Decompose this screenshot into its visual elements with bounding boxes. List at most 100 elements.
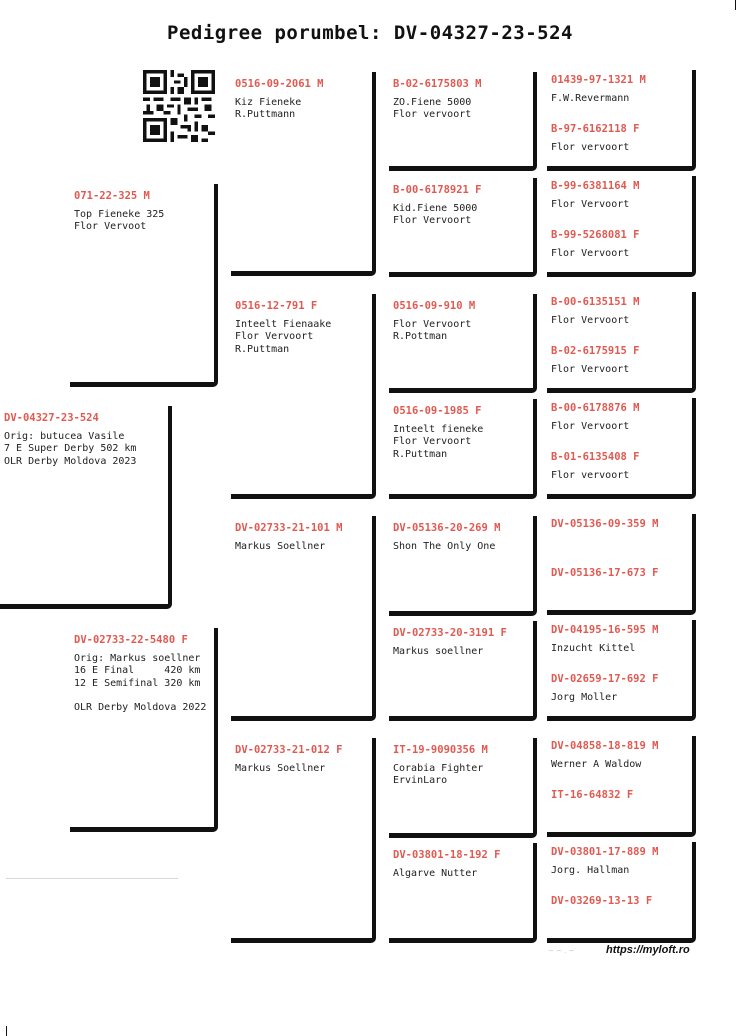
bird-info: Jorg Moller: [551, 691, 618, 703]
bird-info: Jorg. Hallman: [551, 864, 630, 876]
subject-ring: DV-04327-23-524: [4, 412, 99, 424]
ring-number: 0516-09-2061 M: [235, 78, 324, 90]
bird-info: R.Pottman: [393, 331, 448, 342]
ancestor-pair-card: B-99-6381164 M Flor Vervoort B-99-5268081…: [547, 176, 696, 277]
dam-line: 16 E Final 420 km: [74, 665, 201, 676]
ring-number: 0516-12-791 F: [235, 300, 318, 312]
dam-card: DV-02733-22-5480 F Orig: Markus soellner…: [70, 628, 218, 832]
bird-info: Flor Vervoort: [393, 436, 472, 447]
sire-line: Flor Vervoot: [74, 221, 147, 232]
ring-number: B-00-6135151 M: [551, 296, 640, 308]
grandparent-card: 0516-09-2061 M Kiz Fieneke R.Puttmann: [231, 72, 376, 276]
bird-info: Corabia Fighter: [393, 762, 484, 774]
ring-number: DV-02733-21-012 F: [235, 744, 343, 756]
ring-number: DV-03801-17-889 M: [551, 846, 659, 858]
bird-info: Flor Vervoort: [551, 363, 630, 375]
ring-number: DV-02659-17-692 F: [551, 673, 659, 685]
sire-ring: 071-22-325 M: [74, 190, 150, 202]
great-grandparent-card: DV-03801-18-192 F Algarve Nutter: [389, 843, 537, 943]
ring-number: DV-04858-18-819 M: [551, 740, 659, 752]
bird-info: Flor vervoort: [551, 141, 630, 153]
subject-line: OLR Derby Moldova 2023: [4, 455, 137, 467]
ring-number: DV-04195-16-595 M: [551, 624, 659, 636]
bird-info: ErvinLaro: [393, 775, 448, 786]
bird-info: Algarve Nutter: [393, 867, 478, 879]
bird-info: Inteelt Fienaake: [235, 318, 332, 330]
ancestor-pair-card: B-00-6178876 M Flor Vervoort B-01-6135408…: [547, 398, 696, 499]
ring-number: DV-05136-20-269 M: [393, 522, 501, 534]
bird-info: Flor Vervoort: [551, 314, 630, 326]
great-grandparent-card: 0516-09-910 M Flor Vervoort R.Pottman: [389, 294, 537, 393]
great-grandparent-card: 0516-09-1985 F Inteelt fieneke Flor Verv…: [389, 399, 537, 499]
dam-line: OLR Derby Moldova 2022: [74, 702, 207, 713]
ancestor-pair-card: DV-04195-16-595 M Inzucht Kittel DV-02659…: [547, 620, 696, 721]
bird-info: Flor Vervoort: [235, 331, 314, 342]
bird-info: Flor Vervoort: [551, 198, 630, 210]
bird-info: Flor vervoort: [393, 109, 472, 120]
ring-number: IT-19-9090356 M: [393, 744, 488, 756]
bird-info: Markus soellner: [393, 645, 484, 657]
great-grandparent-card: DV-02733-20-3191 F Markus soellner: [389, 621, 537, 721]
ring-number: B-00-6178921 F: [393, 184, 482, 196]
ancestor-pair-card: DV-04858-18-819 M Werner A Waldow IT-16-6…: [547, 736, 696, 837]
sire-line: Top Fieneke 325: [74, 208, 165, 220]
footer-url[interactable]: https://myloft.ro: [606, 944, 690, 956]
bird-info: Shon The Only One: [393, 540, 496, 552]
ring-number: DV-05136-17-673 F: [551, 567, 659, 579]
bird-info: Flor Vervoort: [551, 420, 630, 432]
ring-number: B-99-6381164 M: [551, 180, 640, 192]
ring-number: DV-03801-18-192 F: [393, 849, 501, 861]
bird-info: R.Puttman: [235, 343, 290, 355]
bird-info: ZO.Fiene 5000: [393, 96, 472, 108]
ring-number: B-00-6178876 M: [551, 402, 640, 414]
ring-number: DV-05136-09-359 M: [551, 518, 659, 530]
ring-number: DV-02733-20-3191 F: [393, 627, 507, 639]
ring-number: B-02-6175803 M: [393, 78, 482, 90]
bird-info: Flor Vervoort: [393, 318, 472, 330]
bird-info: Flor Vervoort: [551, 247, 630, 259]
bird-info: Flor vervoort: [551, 469, 630, 481]
ancestor-pair-card: DV-05136-09-359 M DV-05136-17-673 F: [547, 514, 696, 615]
bird-info: Inteelt fieneke: [393, 423, 484, 435]
great-grandparent-card: B-00-6178921 F Kid.Fiene 5000 Flor Vervo…: [389, 178, 537, 277]
bird-info: R.Puttmann: [235, 109, 296, 120]
ring-number: 01439-97-1321 M: [551, 74, 646, 86]
dam-ring: DV-02733-22-5480 F: [74, 634, 188, 646]
grandparent-card: DV-02733-21-012 F Markus Soellner: [231, 738, 376, 943]
bird-info: Kiz Fieneke: [235, 96, 302, 108]
ring-number: DV-02733-21-101 M: [235, 522, 343, 534]
bird-info: Markus Soellner: [235, 762, 326, 774]
bird-info: F.W.Revermann: [551, 92, 630, 104]
bird-info: Werner A Waldow: [551, 758, 642, 770]
great-grandparent-card: IT-19-9090356 M Corabia Fighter ErvinLar…: [389, 738, 537, 838]
dam-line-gap: [74, 690, 210, 702]
great-grandparent-card: DV-05136-20-269 M Shon The Only One: [389, 516, 537, 616]
ring-number: 0516-09-1985 F: [393, 405, 482, 417]
subject-card: DV-04327-23-524 Orig: butucea Vasile 7 E…: [0, 406, 172, 609]
divider-line: [6, 878, 178, 879]
dam-line: 12 E Semifinal 320 km: [74, 677, 201, 689]
subject-line: Orig: butucea Vasile: [4, 430, 125, 442]
great-grandparent-card: B-02-6175803 M ZO.Fiene 5000 Flor vervoo…: [389, 72, 537, 171]
ring-number: B-97-6162118 F: [551, 123, 640, 135]
ancestor-pair-card: DV-03801-17-889 M Jorg. Hallman DV-03269-…: [547, 842, 696, 943]
sire-card: 071-22-325 M Top Fieneke 325 Flor Vervoo…: [70, 184, 218, 387]
ring-number: IT-16-64832 F: [551, 789, 634, 801]
bird-info: Inzucht Kittel: [551, 642, 636, 654]
scribble-mark: ~ ~ . ~: [548, 947, 575, 955]
bird-info: Flor Vervoort: [393, 215, 472, 226]
bird-info: R.Puttman: [393, 448, 448, 460]
grandparent-card: DV-02733-21-101 M Markus Soellner: [231, 516, 376, 721]
bird-info: Kid.Fiene 5000: [393, 202, 478, 214]
corner-mark: [735, 0, 736, 10]
ring-number: B-01-6135408 F: [551, 451, 640, 463]
ring-number: DV-03269-13-13 F: [551, 895, 653, 907]
qr-code: [143, 70, 215, 142]
grandparent-card: 0516-12-791 F Inteelt Fienaake Flor Verv…: [231, 294, 376, 499]
ring-number: 0516-09-910 M: [393, 300, 476, 312]
subject-line: 7 E Super Derby 502 km: [4, 443, 137, 454]
ring-number: B-99-5268081 F: [551, 229, 640, 241]
corner-mark: [6, 1026, 7, 1036]
dam-line: Orig: Markus soellner: [74, 652, 201, 664]
